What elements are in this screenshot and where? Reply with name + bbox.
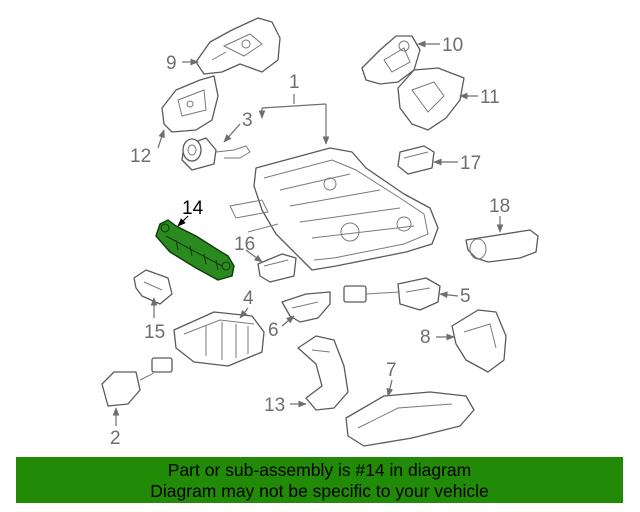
info-banner: Part or sub-assembly is #14 in diagram D… xyxy=(16,457,623,503)
callout-16[interactable]: 16 xyxy=(234,234,255,255)
part-13-bracket[interactable] xyxy=(297,335,349,411)
part-6-bracket[interactable] xyxy=(281,291,331,323)
part-3-motor[interactable] xyxy=(181,137,251,171)
part-5-switch[interactable] xyxy=(343,277,441,311)
callout-13[interactable]: 13 xyxy=(264,395,285,416)
exploded-parts-diagram: 1 2 3 4 5 6 7 8 9 10 11 12 13 14 15 16 1… xyxy=(101,17,539,449)
leader-lines xyxy=(112,40,504,426)
part-15-bracket[interactable] xyxy=(133,269,173,305)
callout-10[interactable]: 10 xyxy=(442,35,463,56)
part-4-control-module[interactable] xyxy=(173,311,265,367)
callout-5[interactable]: 5 xyxy=(460,286,471,307)
callout-8[interactable]: 8 xyxy=(420,327,431,348)
banner-line-1: Part or sub-assembly is #14 in diagram xyxy=(167,460,472,480)
callout-14[interactable]: 14 xyxy=(182,198,204,219)
part-8-cover[interactable] xyxy=(451,309,507,373)
callout-6[interactable]: 6 xyxy=(268,320,279,341)
callout-11[interactable]: 11 xyxy=(480,87,500,108)
callout-12[interactable]: 12 xyxy=(130,146,151,167)
banner-line-2: Diagram may not be specific to your vehi… xyxy=(150,481,489,501)
part-17-clip[interactable] xyxy=(397,145,435,175)
part-1-seat-frame[interactable] xyxy=(229,147,439,271)
part-9-trim-cover[interactable] xyxy=(195,17,281,75)
part-12-side-panel[interactable] xyxy=(161,75,219,133)
callout-4[interactable]: 4 xyxy=(243,288,254,309)
part-18-handle[interactable] xyxy=(465,229,539,263)
part-11-side-trim[interactable] xyxy=(397,67,465,131)
part-10-cover[interactable] xyxy=(361,35,421,85)
callout-9[interactable]: 9 xyxy=(166,53,177,74)
callout-7[interactable]: 7 xyxy=(386,360,397,381)
callout-numbers: 1 2 3 4 5 6 7 8 9 10 11 12 13 14 15 16 1… xyxy=(110,35,510,449)
part-7-lower-cover[interactable] xyxy=(345,391,475,447)
callout-1[interactable]: 1 xyxy=(289,72,300,93)
part-16-bracket[interactable] xyxy=(257,253,297,283)
callout-3[interactable]: 3 xyxy=(242,110,253,131)
part-2-harness[interactable] xyxy=(101,357,173,407)
callout-2[interactable]: 2 xyxy=(110,428,121,449)
part-14-highlighted[interactable] xyxy=(155,219,235,281)
callout-17[interactable]: 17 xyxy=(460,153,481,174)
callout-15[interactable]: 15 xyxy=(144,322,165,343)
callout-18[interactable]: 18 xyxy=(489,196,510,217)
